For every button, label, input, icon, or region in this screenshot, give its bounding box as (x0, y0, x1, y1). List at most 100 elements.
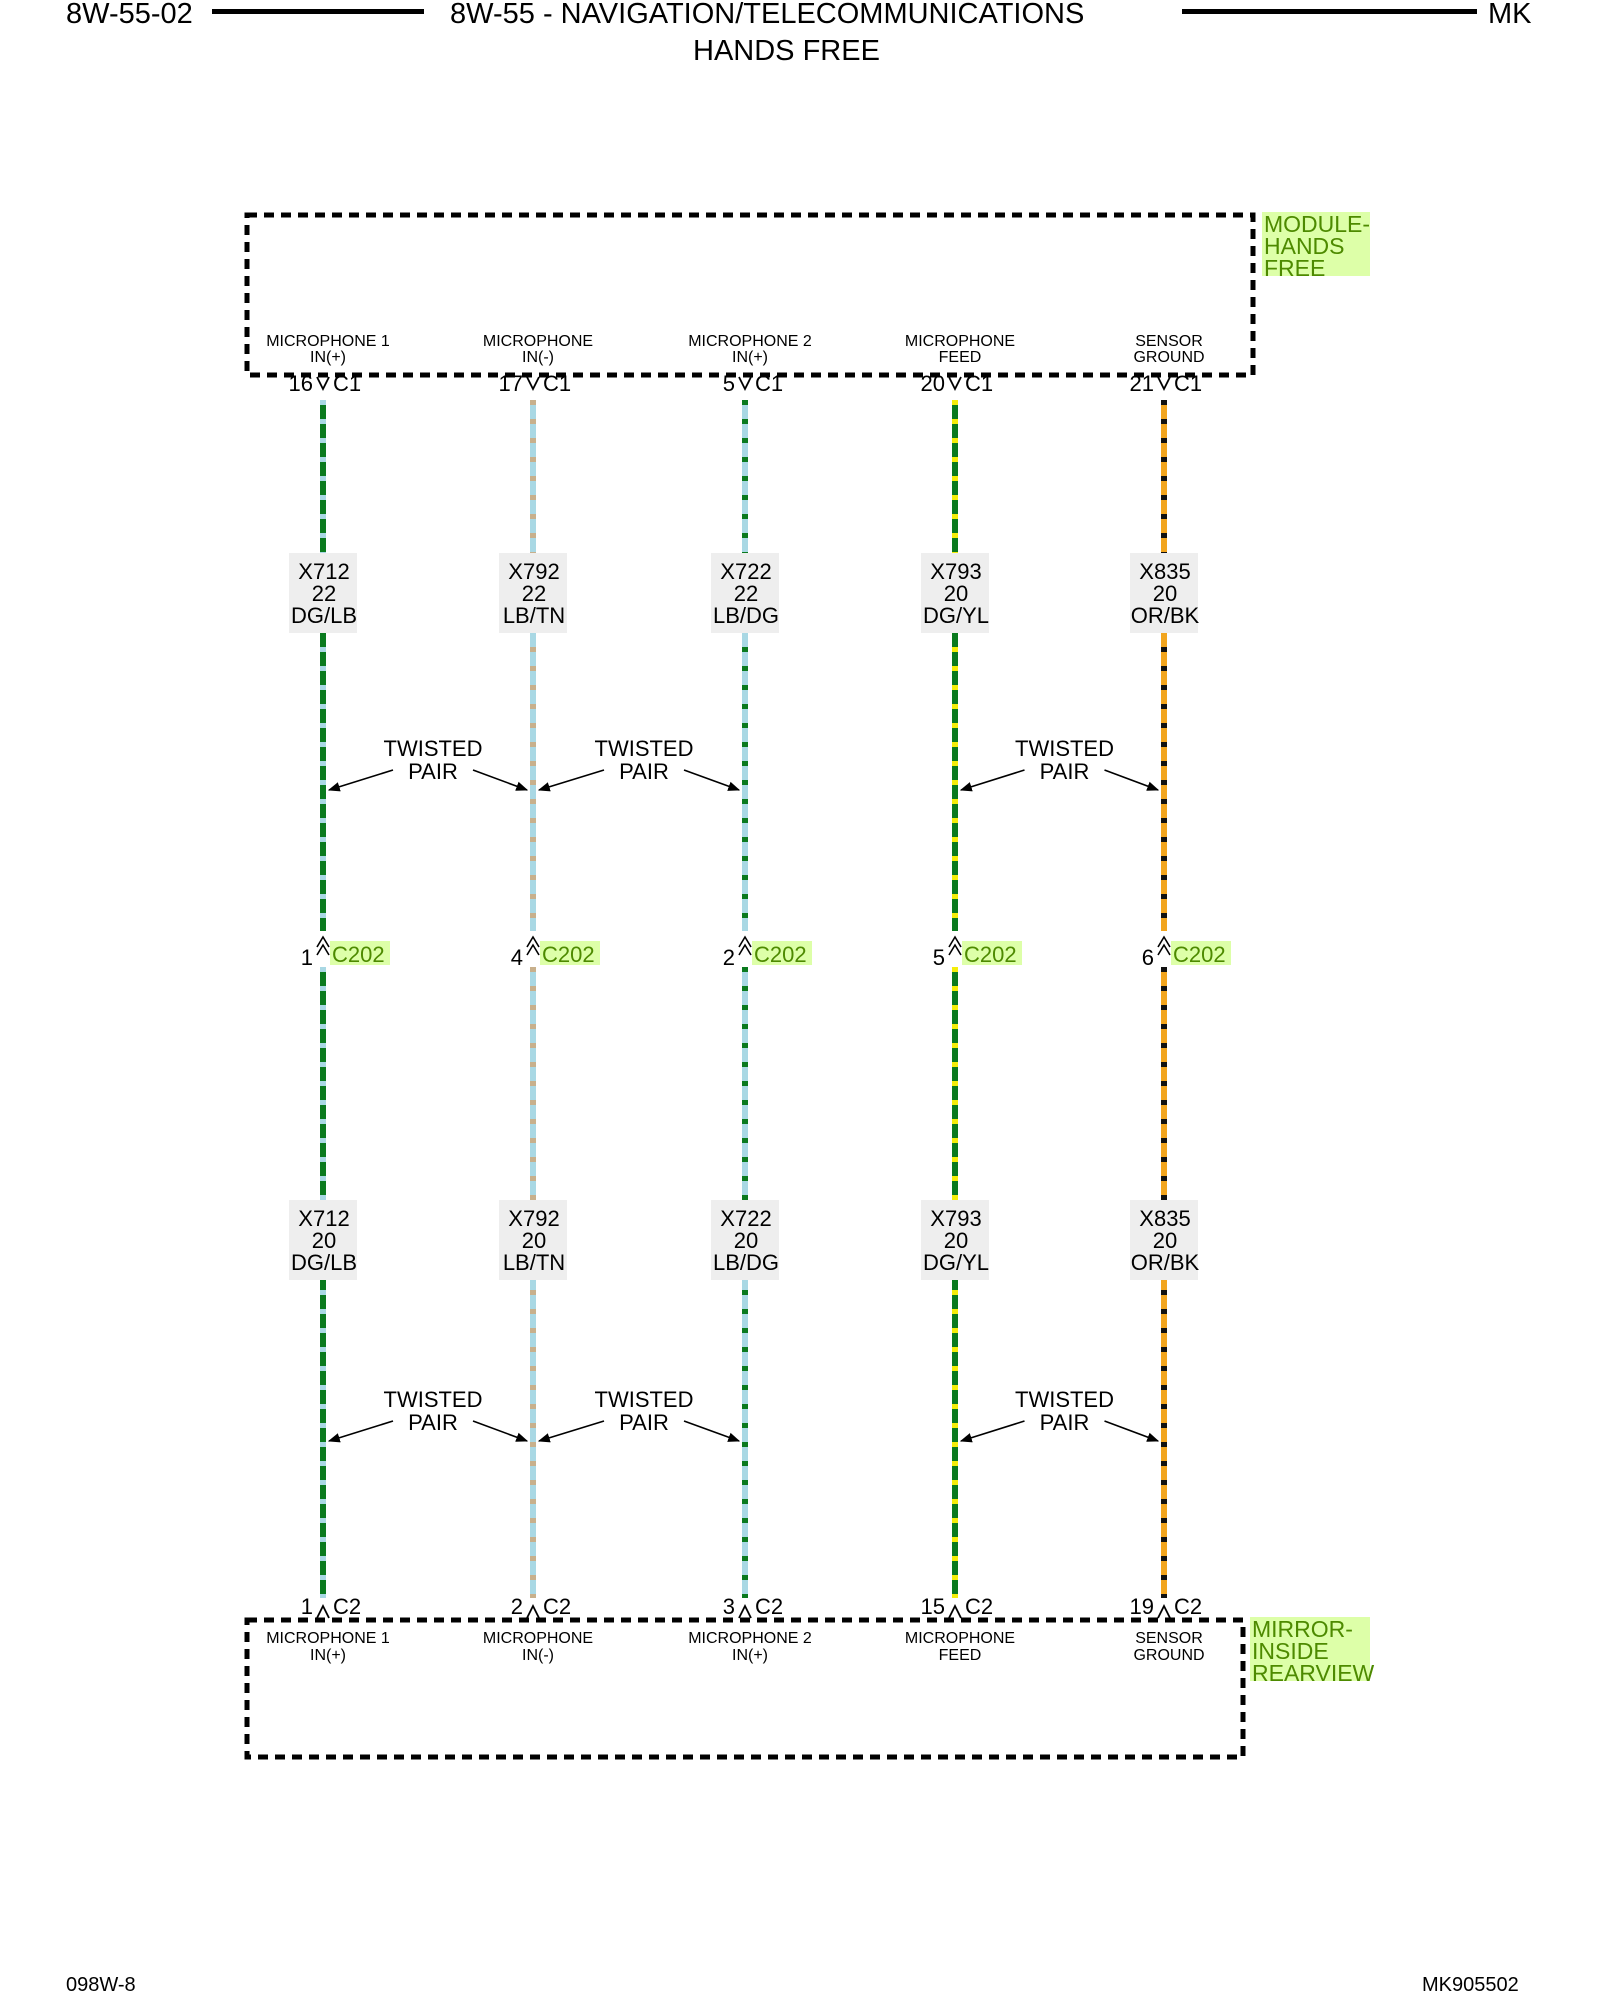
lower-wire-label-gauge: 20 (522, 1228, 546, 1253)
bottom-pin-function-label: MICROPHONE (483, 1630, 593, 1647)
twisted-pair-label: PAIR (408, 759, 458, 784)
bottom-pin-function-label: MICROPHONE (905, 1630, 1015, 1647)
twisted-pair-label: TWISTED (384, 736, 483, 761)
upper-wire-label-bg (1130, 553, 1198, 633)
top-pin-number: 21 (1130, 371, 1154, 396)
c202-connector-name: C202 (754, 942, 807, 967)
top-pin-function-label: MICROPHONE 2 (688, 333, 812, 350)
upper-wire-label-id: X835 (1139, 559, 1190, 584)
bottom-pin-function-label: IN(+) (732, 1647, 768, 1664)
top-connector-name: C1 (333, 371, 361, 396)
c202-connector-name: C202 (542, 942, 595, 967)
top-pin-function-label: SENSOR (1135, 333, 1203, 350)
c202-connector-name: C202 (332, 942, 385, 967)
bottom-pin-number: 1 (301, 1594, 313, 1619)
header-rule-left (212, 9, 424, 14)
twisted-pair-label: TWISTED (1015, 736, 1114, 761)
bottom-terminal-symbol (948, 1603, 962, 1619)
page-subtitle: HANDS FREE (693, 35, 880, 67)
lower-wire-label-color: LB/TN (503, 1250, 565, 1275)
c202-highlight (752, 941, 812, 965)
lower-wire-label-gauge: 20 (944, 1228, 968, 1253)
twisted-pair-arrow (683, 769, 741, 791)
c202-highlight (330, 941, 390, 965)
top-pin-number: 16 (289, 371, 313, 396)
c202-pin-number: 5 (933, 945, 945, 970)
upper-wire-label-gauge: 22 (312, 581, 336, 606)
c202-terminal-symbol (1157, 943, 1171, 956)
c202-terminal-symbol (738, 935, 752, 948)
c202-pin-number: 4 (511, 945, 523, 970)
bottom-terminal-symbol (526, 1603, 540, 1619)
c202-highlight (1171, 941, 1231, 965)
upper-wire-label-id: X712 (298, 559, 349, 584)
twisted-pair-label: PAIR (1040, 1410, 1090, 1435)
lower-wire-label-color: LB/DG (713, 1250, 779, 1275)
upper-wire-label-bg (711, 553, 779, 633)
twisted-pair-label: TWISTED (1015, 1387, 1114, 1412)
bottom-pin-number: 19 (1130, 1594, 1154, 1619)
lower-wire-label-color: OR/BK (1131, 1250, 1200, 1275)
lower-wire-label-bg (1130, 1200, 1198, 1280)
upper-wire-label-id: X792 (508, 559, 559, 584)
top-pin-function-label: IN(+) (310, 349, 346, 366)
lower-wire-label-id: X792 (508, 1206, 559, 1231)
upper-wire-label-gauge: 22 (522, 581, 546, 606)
top-terminal-symbol (316, 376, 330, 392)
twisted-pair-arrow (1104, 769, 1160, 791)
c202-terminal-symbol (526, 943, 540, 956)
twisted-pair-label: PAIR (408, 1410, 458, 1435)
twisted-pair-label: PAIR (619, 759, 669, 784)
top-pin-function-label: MICROPHONE 1 (266, 333, 390, 350)
bottom-terminal-symbol (738, 1603, 752, 1619)
twisted-pair-arrow (537, 769, 605, 792)
twisted-pair-arrow (1104, 1420, 1160, 1442)
top-terminal-symbol (1157, 376, 1171, 392)
top-connector-name: C1 (755, 371, 783, 396)
top-connector-name: C1 (965, 371, 993, 396)
twisted-pair-label: TWISTED (595, 736, 694, 761)
bottom-pin-function-label: FEED (939, 1647, 982, 1664)
lower-wire-label-color: DG/YL (923, 1250, 989, 1275)
top-pin-number: 17 (499, 371, 523, 396)
twisted-pair-label: TWISTED (384, 1387, 483, 1412)
twisted-pair-arrow (959, 769, 1025, 792)
c202-pin-number: 2 (723, 945, 735, 970)
mirror-name-label: INSIDE (1252, 1638, 1329, 1664)
lower-wire-label-id: X835 (1139, 1206, 1190, 1231)
top-pin-number: 5 (723, 371, 735, 396)
upper-wire-label-color: DG/YL (923, 603, 989, 628)
lower-wire-label-bg (921, 1200, 989, 1280)
twisted-pair-arrow (327, 1420, 394, 1443)
page-title: 8W-55 - NAVIGATION/TELECOMMUNICATIONS (450, 0, 1085, 30)
lower-wire-label-bg (499, 1200, 567, 1280)
lower-wire-label-bg (289, 1200, 357, 1280)
bottom-pin-number: 15 (921, 1594, 945, 1619)
module-name-label: MODULE- (1264, 211, 1370, 237)
top-terminal-symbol (948, 376, 962, 392)
c202-connector-name: C202 (964, 942, 1017, 967)
twisted-pair-arrow (327, 769, 394, 792)
bottom-pin-function-label: SENSOR (1135, 1630, 1203, 1647)
lower-wire-label-gauge: 20 (734, 1228, 758, 1253)
c202-pin-number: 6 (1142, 945, 1154, 970)
twisted-pair-arrow (683, 1420, 741, 1442)
module-name-highlight (1262, 212, 1370, 276)
c202-terminal-symbol (526, 935, 540, 948)
upper-wire-label-color: DG/LB (291, 603, 357, 628)
twisted-pair-label: PAIR (619, 1410, 669, 1435)
bottom-pin-function-label: IN(+) (310, 1647, 346, 1664)
top-connector-name: C1 (1174, 371, 1202, 396)
bottom-pin-number: 3 (723, 1594, 735, 1619)
twisted-pair-label: TWISTED (595, 1387, 694, 1412)
twisted-pair-arrow (472, 769, 529, 791)
top-pin-function-label: IN(+) (732, 349, 768, 366)
top-pin-function-label: GROUND (1133, 349, 1204, 366)
twisted-pair-arrow (959, 1420, 1025, 1443)
bottom-connector-name: C2 (333, 1594, 361, 1619)
mirror-name-highlight (1250, 1617, 1370, 1681)
upper-wire-label-gauge: 20 (944, 581, 968, 606)
bottom-terminal-symbol (316, 1603, 330, 1619)
c202-terminal-symbol (316, 943, 330, 956)
footer-diagram-id: MK905502 (1422, 1974, 1519, 1996)
